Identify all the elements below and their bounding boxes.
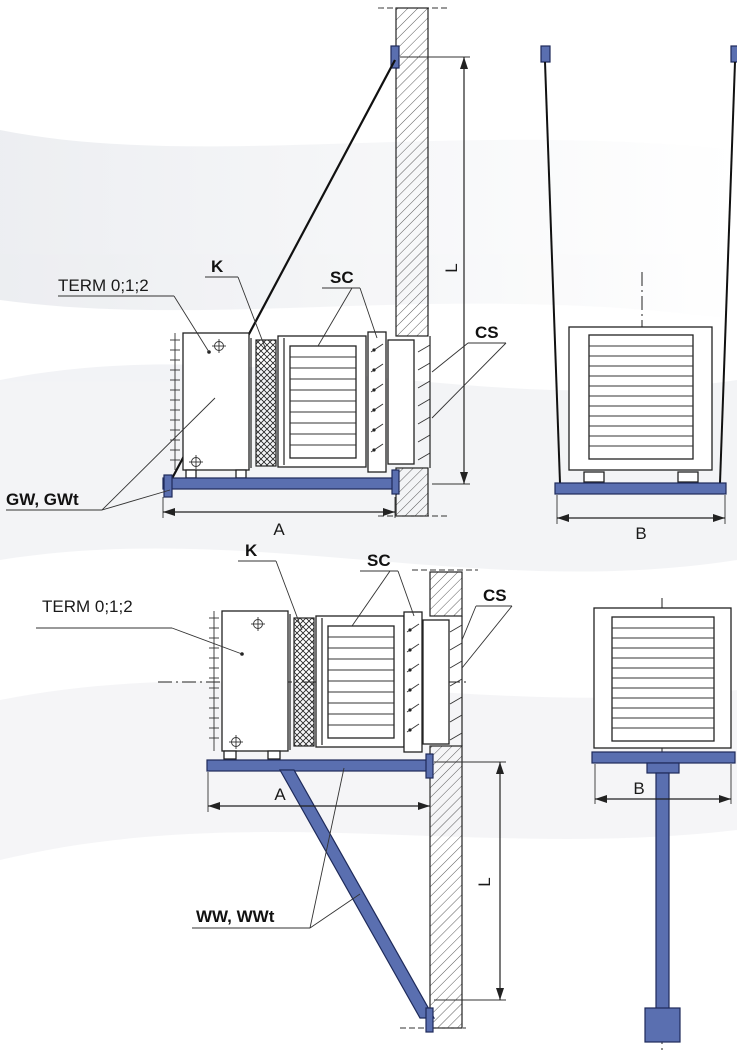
gw-bracket-front [554, 482, 727, 495]
hanging-rod-right [719, 61, 736, 484]
heater-grille [289, 345, 357, 459]
sc-shutter-2 [403, 611, 423, 753]
ww-brace [278, 769, 436, 1019]
cs-ticks [417, 344, 431, 461]
gw-bracket-end [163, 474, 173, 498]
k-filter [255, 339, 277, 467]
ww-post [655, 772, 670, 1012]
wall-upper-2 [429, 571, 463, 617]
cs-collar-2 [422, 619, 450, 745]
ww-wall-plate [425, 753, 434, 779]
crosshair-icon [189, 455, 203, 469]
heater-grille-2 [327, 625, 395, 739]
ww-post-foot [644, 1007, 681, 1043]
front-grille-lines-2 [612, 627, 714, 729]
crosshair-icon [229, 735, 243, 749]
front-grille-2 [611, 616, 715, 742]
term-ticks [170, 339, 180, 461]
ww-bracket [206, 759, 432, 772]
dim-b-label-2: B [633, 779, 644, 798]
gw-bracket [162, 477, 396, 490]
k-label: K [211, 257, 224, 276]
front-grille [588, 334, 694, 460]
ww-wall-plate-low [425, 1007, 434, 1033]
dim-a-label-2: A [274, 785, 286, 804]
top-front-view: B [540, 45, 737, 543]
bottom-front-view: B [591, 598, 736, 1050]
shutter-blades [370, 343, 384, 453]
term-ticks-2 [209, 617, 219, 739]
cs-label: CS [475, 323, 499, 342]
ceiling-anchor [390, 45, 400, 69]
crosshair-icon [251, 617, 265, 631]
ww-bracket-neck [646, 762, 680, 774]
k-label-2: K [245, 541, 258, 560]
wall-lower [395, 467, 429, 517]
cs-ticks-2 [449, 624, 463, 741]
ww-bracket-front [591, 751, 736, 764]
grille-lines-2 [328, 636, 394, 726]
dim-l-label: L [442, 263, 461, 272]
sc-label: SC [330, 268, 354, 287]
k-filter-2 [293, 617, 315, 747]
ww-label: WW, WWt [196, 907, 275, 926]
wall-upper [395, 7, 429, 337]
wall-lower-2 [429, 745, 463, 1029]
crosshair-icon [212, 339, 226, 353]
ceiling-anchor-left [540, 45, 551, 63]
bottom-side-view: A L TERM 0;1;2 K SC CS WW, WWt [36, 541, 513, 1033]
term-box-2 [221, 610, 289, 752]
dim-a-label: A [273, 520, 285, 539]
front-grille-lines [589, 345, 693, 447]
gw-wall-plate [391, 469, 400, 495]
top-side-view: L [6, 7, 507, 539]
term-box [182, 332, 250, 471]
dim-b-label: B [635, 524, 646, 543]
term-label: TERM 0;1;2 [58, 276, 149, 295]
gw-label: GW, GWt [6, 490, 79, 509]
shutter-blades-2 [406, 623, 420, 733]
cs-collar [387, 339, 415, 465]
grille-lines [290, 356, 356, 446]
sc-label-2: SC [367, 551, 391, 570]
sc-shutter [367, 331, 387, 473]
hanging-rod-left [544, 61, 561, 484]
ceiling-anchor-right [730, 45, 737, 63]
background-swoosh [0, 130, 737, 860]
cs-label-2: CS [483, 586, 507, 605]
term-label-2: TERM 0;1;2 [42, 597, 133, 616]
dim-l-label-2: L [475, 877, 494, 886]
